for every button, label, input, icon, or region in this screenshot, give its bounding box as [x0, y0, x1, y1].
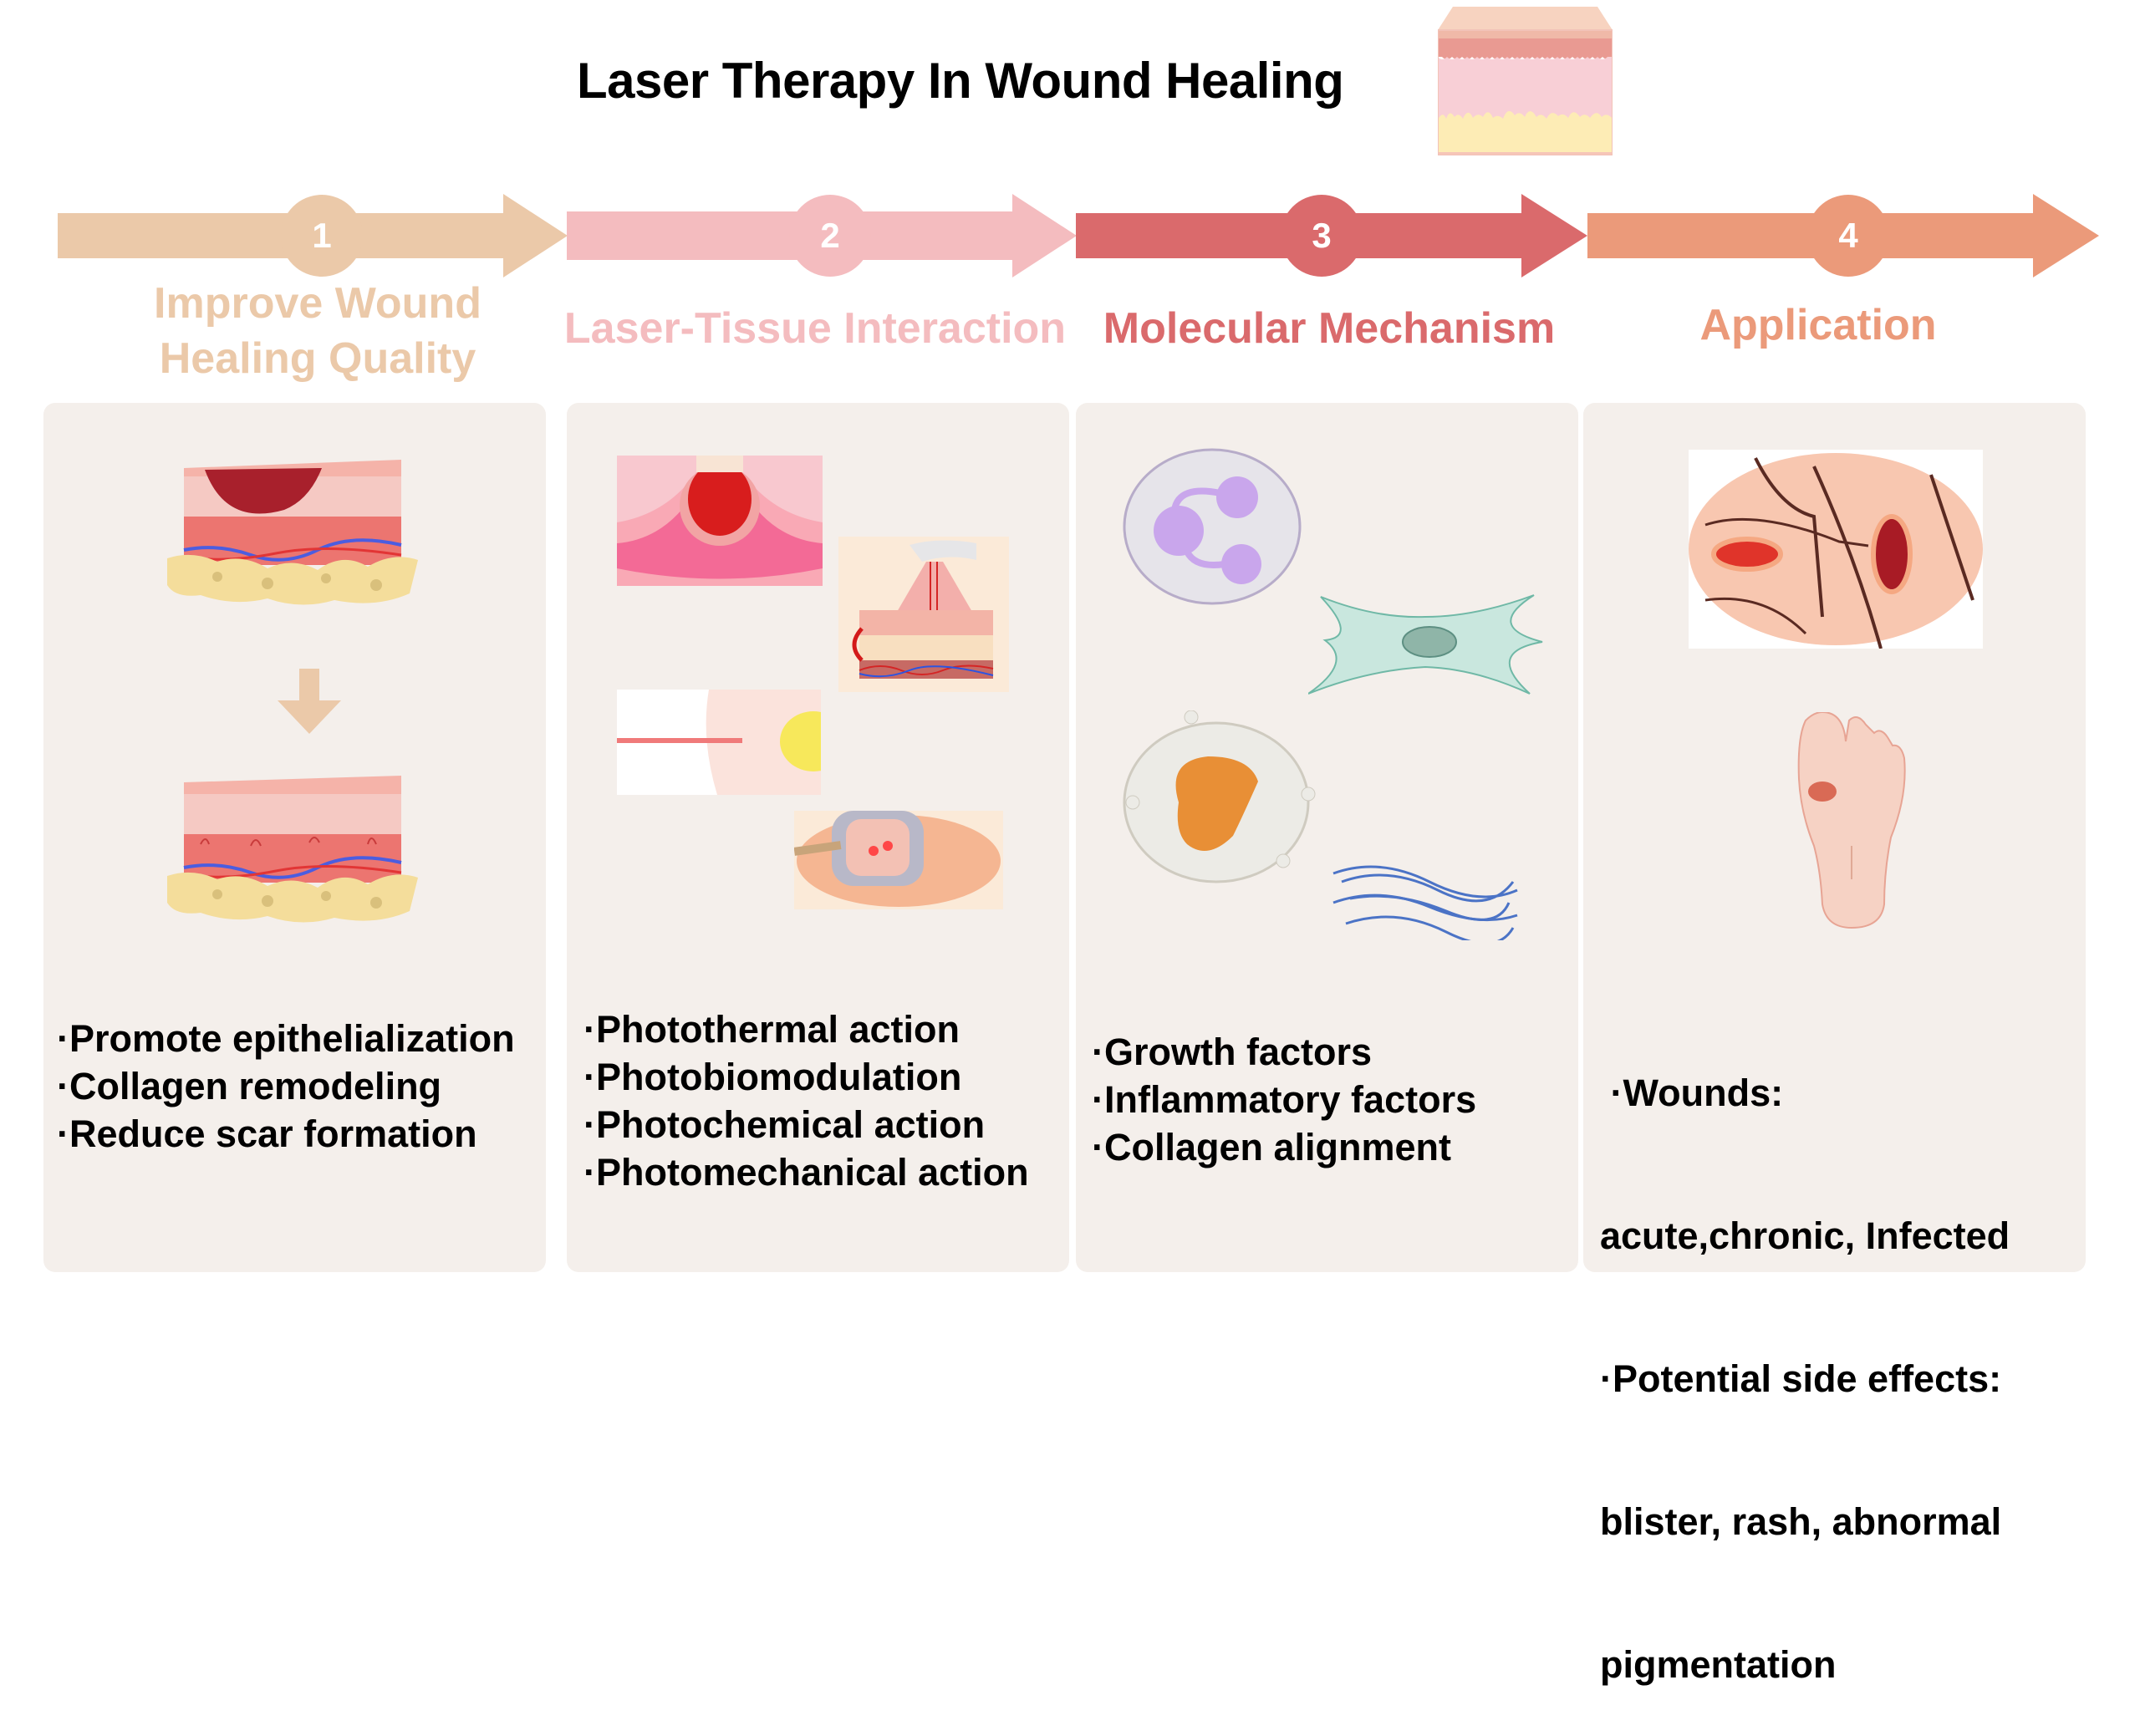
- neutrophil-cell-illustration: [1120, 443, 1312, 610]
- bullet-item: ·Photochemical action: [583, 1103, 986, 1146]
- foot-ulcer-illustration: [1797, 712, 1906, 929]
- step-1-heading-line1: Improve Wound: [154, 279, 482, 328]
- step-1-heading-line2: Healing Quality: [159, 334, 476, 383]
- laser-beam-illustration: [617, 690, 821, 795]
- bullet-item: ·Collagen remodeling: [57, 1065, 442, 1107]
- step-3-number-badge: 3: [1281, 195, 1363, 277]
- bullet-item: ·Promote epithelialization: [57, 1017, 515, 1060]
- hand-wound-illustration: [1689, 450, 1983, 649]
- skin-layers-icon: [1438, 7, 1613, 155]
- step-1-heading: Improve Wound Healing Quality: [100, 276, 535, 386]
- step-3-bullet-list: ·Growth factors ·Inflammatory factors ·C…: [1092, 1028, 1476, 1171]
- bullet-item: ·Inflammatory factors: [1092, 1078, 1477, 1121]
- bullet-item: blister, rash, abnormal: [1600, 1500, 2002, 1543]
- fibroblast-cell-illustration: [1308, 593, 1551, 702]
- bullet-item: ·Collagen alignment: [1092, 1126, 1452, 1168]
- step-4-heading: Application: [1699, 301, 1937, 349]
- bullet-item: ·Photothermal action: [583, 1008, 960, 1051]
- step-1-bullet-list: ·Promote epithelialization ·Collagen rem…: [57, 1015, 515, 1158]
- step-2-bullet-list: ·Photothermal action ·Photobiomodulation…: [583, 1005, 1029, 1196]
- laser-device-skin-illustration: [838, 537, 1009, 692]
- healed-skin-illustration: [167, 769, 418, 928]
- collagen-fibers-illustration: [1329, 857, 1521, 940]
- step-2-heading: Laser-Tissue Interaction: [563, 304, 1067, 353]
- step-3-heading: Molecular Mechanism: [1103, 304, 1556, 353]
- bullet-item: ·Photobiomodulation: [583, 1056, 962, 1098]
- wounded-skin-illustration: [167, 451, 418, 610]
- thermal-diffusion-illustration: [617, 456, 823, 586]
- step-1-number-badge: 1: [281, 195, 363, 277]
- diagram-title: Laser Therapy In Wound Healing: [577, 53, 1344, 109]
- bullet-item: ·Reduce scar formation: [57, 1112, 477, 1155]
- macrophage-cell-illustration: [1116, 710, 1325, 890]
- photomechanical-probe-illustration: [794, 811, 1003, 909]
- bullet-item: acute,chronic, Infected: [1600, 1214, 2010, 1257]
- bullet-item: ·Potential side effects:: [1600, 1357, 2002, 1400]
- bullet-item: ·Wounds:: [1600, 1072, 1784, 1114]
- step-4-number-badge: 4: [1807, 195, 1889, 277]
- step-2-number-badge: 2: [789, 195, 871, 277]
- bullet-item: pigmentation: [1600, 1643, 1837, 1686]
- down-arrow-icon: [276, 669, 343, 736]
- step-4-bullet-list: ·Wounds: acute,chronic, Infected ·Potent…: [1600, 974, 2010, 1736]
- bullet-item: ·Growth factors: [1092, 1031, 1373, 1073]
- bullet-item: ·Photomechanical action: [583, 1151, 1029, 1194]
